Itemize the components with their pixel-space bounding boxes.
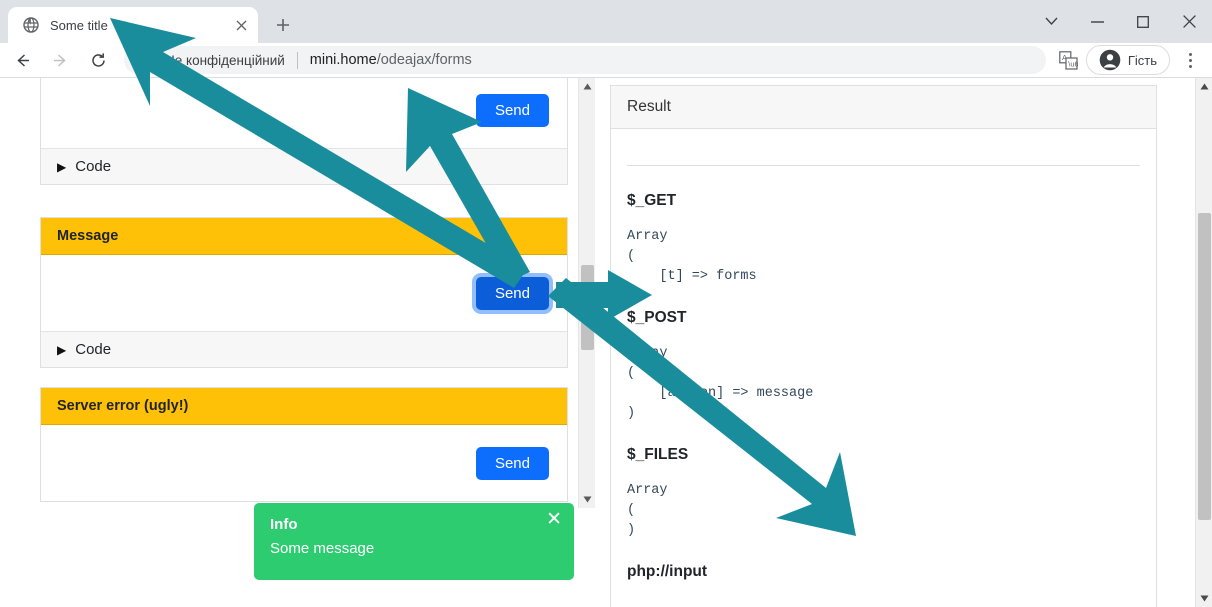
back-button[interactable]	[6, 44, 38, 76]
code-label: Code	[75, 341, 112, 358]
chevron-right-icon: ▶	[57, 342, 67, 357]
result-section-title-get: $_GET	[627, 192, 677, 209]
browser-tab[interactable]: Some title	[8, 7, 258, 43]
url-text: mini.home/odeajax/forms	[310, 52, 472, 68]
code-label: Code	[75, 158, 112, 175]
result-dump-post: Array ( [action] => message )	[627, 346, 814, 421]
toast-message: Some message	[270, 540, 375, 557]
not-secure-warning-icon[interactable]	[138, 51, 156, 69]
scroll-up-arrow-icon[interactable]	[1196, 78, 1212, 95]
result-card-header: Result	[611, 86, 1156, 129]
translate-icon[interactable]: A \u6587	[1054, 45, 1084, 75]
scroll-up-arrow-icon[interactable]	[579, 78, 596, 95]
window-controls	[1028, 0, 1212, 43]
form-card-message: Message Send ▶ Code	[40, 217, 568, 368]
globe-icon	[22, 17, 39, 34]
page-viewport: Send ▶ Code Message Send ▶ Code	[0, 78, 1212, 607]
toast-title: Info	[270, 516, 298, 533]
tab-close-icon[interactable]	[230, 14, 252, 36]
chevron-right-icon: ▶	[57, 159, 67, 174]
form-card-top: Send ▶ Code	[40, 78, 568, 185]
forms-panel-scrollbar[interactable]	[578, 78, 595, 508]
minimize-icon[interactable]	[1074, 0, 1120, 43]
reload-button[interactable]	[82, 44, 114, 76]
result-section-title-input: php://input	[627, 563, 708, 580]
maximize-icon[interactable]	[1120, 0, 1166, 43]
result-dump-files: Array ( )	[627, 483, 668, 538]
close-window-icon[interactable]	[1166, 0, 1212, 43]
page-scrollbar[interactable]	[1195, 78, 1212, 607]
profile-button[interactable]: Гість	[1085, 45, 1170, 75]
tab-title: Some title	[50, 17, 108, 33]
forward-button[interactable]	[44, 44, 76, 76]
form-card-body: Send	[41, 255, 567, 331]
omnibox-divider	[296, 51, 298, 69]
tab-strip: Some title	[0, 0, 1212, 43]
send-button-message[interactable]: Send	[475, 276, 549, 310]
security-status-text: Не конфіденційний	[165, 52, 285, 68]
form-card-body: Send	[41, 78, 567, 148]
result-dump-get: Array ( [t] => forms	[627, 229, 757, 284]
send-button-top[interactable]: Send	[475, 93, 549, 127]
avatar-icon	[1099, 49, 1121, 71]
form-card-header: Server error (ugly!)	[41, 388, 567, 425]
profile-label: Гість	[1127, 52, 1157, 68]
scrollbar-thumb[interactable]	[581, 265, 594, 350]
scroll-down-arrow-icon[interactable]	[1196, 590, 1212, 607]
scrollbar-thumb[interactable]	[1198, 213, 1211, 520]
svg-text:\u6587: \u6587	[1069, 59, 1079, 68]
menu-dot	[1188, 52, 1192, 56]
form-card-code-toggle[interactable]: ▶ Code	[41, 148, 567, 184]
result-section-title-post: $_POST	[627, 309, 687, 326]
menu-dot	[1188, 64, 1192, 68]
address-bar[interactable]: Не конфіденційний mini.home/odeajax/form…	[124, 46, 1046, 74]
toast-close-icon[interactable]: ✕	[546, 509, 562, 530]
result-card: Result $_GET Array ( [t] => forms $_POST…	[610, 85, 1157, 607]
new-tab-button[interactable]	[268, 10, 298, 40]
form-card-header: Message	[41, 218, 567, 255]
toast-notification[interactable]: ✕ Info Some message	[254, 503, 574, 580]
url-path: /odeajax/forms	[376, 52, 472, 68]
url-domain: mini.home	[309, 52, 377, 68]
send-button-server-error[interactable]: Send	[475, 446, 549, 480]
form-card-body: Send	[41, 425, 567, 501]
scroll-down-arrow-icon[interactable]	[579, 491, 596, 508]
svg-text:A: A	[1062, 53, 1067, 62]
result-section-title-files: $_FILES	[627, 446, 689, 463]
tab-search-chevron-icon[interactable]	[1028, 0, 1074, 43]
menu-dot	[1188, 58, 1192, 62]
form-card-code-toggle[interactable]: ▶ Code	[41, 331, 567, 367]
browser-toolbar: Не конфіденційний mini.home/odeajax/form…	[0, 43, 1212, 78]
result-card-body: $_GET Array ( [t] => forms $_POST Array …	[611, 129, 1156, 607]
kebab-menu-icon[interactable]	[1174, 44, 1206, 76]
divider	[627, 165, 1140, 166]
form-card-server-error: Server error (ugly!) Send	[40, 387, 568, 502]
